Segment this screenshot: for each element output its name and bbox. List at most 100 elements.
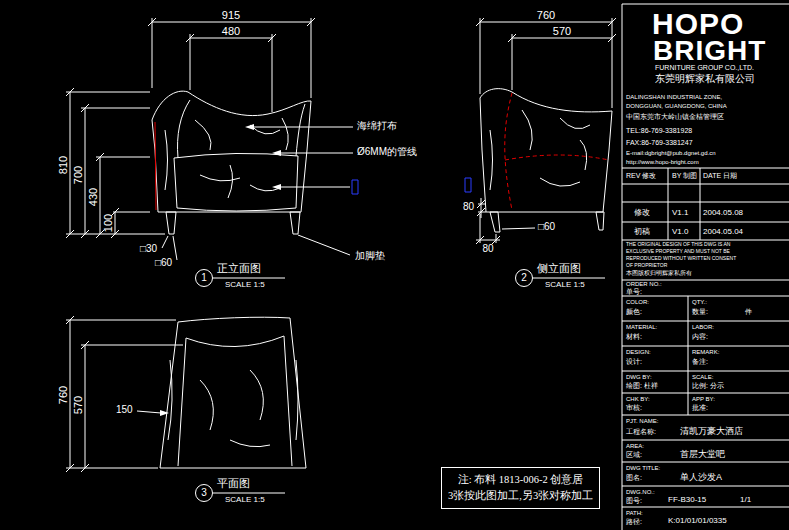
label-text: 2004.05.04 [703,228,743,236]
label-text: 1/1 [740,496,751,504]
note-box: 注: 布料 1813-006-2 创意居3张按此图加工,另3张对称加工 [441,467,600,509]
underline [213,278,605,493]
label-text: 2004.05.08 [703,209,743,217]
label-text: APP BY: [692,396,715,402]
red-edge-line [155,122,156,210]
label-text: 单人沙发A [680,473,722,482]
dimension-text: 760 [58,386,69,404]
arrowhead [160,410,169,416]
dimension-text: 570 [553,26,571,37]
dimension-text: 80 [482,244,493,254]
view-number-circle: 2侧立面图SCALE 1:5 [515,269,533,287]
sofa-outline [160,317,306,468]
label-text: 东莞明辉家私有限公司 [655,74,755,84]
label-text: 清凯万豪大酒店 [680,427,743,436]
sofa-leg [166,212,300,234]
label-text: 图号: [626,497,642,504]
label-text: EXCLUSIVE PROPERTY AND MUST NOT BE [626,249,730,254]
label-text: DATE 日期 [703,172,737,179]
label-text: □60 [538,222,555,232]
view-scale: SCALE 1:5 [545,281,585,289]
arrowhead [245,124,254,130]
view-title: 正立面图 [217,263,261,274]
sofa-outline [480,89,612,212]
label-text: 材料: [626,333,642,340]
red-dashed-line [505,93,609,210]
label-text: 批准: [692,404,708,411]
label-text: 修改 [634,209,650,217]
dimension-line [148,18,315,112]
label-text: V1.1 [672,209,688,217]
fabric-fold [165,118,288,198]
label-text: FURNITURE GROUP CO.,LTD. [655,64,754,71]
dimension-text: 480 [222,26,240,37]
label-text: DESIGN: [626,349,651,355]
table-rule [622,168,789,507]
circle [196,270,213,287]
title-block-border [622,4,789,530]
label-text: DONGGUAN, GUANGDONG, CHINA [626,103,727,109]
view-scale: SCALE 1:5 [225,281,265,289]
label-text: 本图版权归明辉家私所有 [626,270,692,276]
view-scale: SCALE 1:5 [225,496,265,504]
label-text: 数量: [692,308,708,315]
label-text: REPRODUCED WITHOUT WRITTEN CONSENT [626,256,736,261]
view-number-circle: 3平面图SCALE 1:5 [195,484,213,502]
note-text: 注: 布料 1813-006-2 创意居 [448,472,593,488]
label-text: 内容: [692,333,708,340]
label-text: PATH: [626,510,643,516]
circle [516,270,533,287]
label-text: □60 [155,258,172,268]
label-text: DWG TITLE: [626,465,660,471]
label-text: 颜色: [626,308,642,315]
label-text: CHK BY: [626,396,650,402]
side-view [476,18,616,244]
dimension-text: 760 [537,10,555,21]
arrowheads [160,124,281,416]
label-text: http://www.hopo-bright.com [626,159,699,165]
label-text: DALINGSHAN INDUSTRIAL ZONE, [626,94,722,100]
dimension-line [476,198,500,244]
label-text: 路径: [626,518,642,525]
leader-line [162,127,353,260]
view-title-underline [213,278,605,493]
leader-line [137,411,161,413]
label-text: SCALE: [692,374,713,380]
dimension-text: 100 [103,214,114,232]
marker-square [465,178,471,192]
label-text: TEL:86-769-3381928 [626,127,692,134]
label-text: 初稿 [634,228,650,236]
label-text: MATERIAL: [626,324,657,330]
label-text: 区域: [626,451,642,458]
label-text: PJT. NAME: [626,418,658,424]
seat-cushion [174,153,298,211]
label-text: COLOR: [626,299,649,305]
label-text: 150 [116,405,133,415]
sofa-outline [152,91,311,212]
label-text: FAX:86-769-3381247 [626,139,693,146]
label-text: FF-B30-15 [668,496,706,504]
label-text: 单号: [626,288,642,295]
label-text: 图名: [626,474,642,481]
label-text: E-mail:dgbright@pub.dgnet.gd.cn [626,150,715,156]
label-text: 80 [463,202,474,212]
label-text: Ø6MM的管线 [357,147,417,157]
view-title: 平面图 [217,478,250,489]
arrowhead [272,184,281,190]
label-text: LABOR: [692,324,714,330]
label-text: BRIGHT [653,37,766,65]
label-text: 绘图: 杜祥 [626,382,658,389]
arrowhead [272,150,281,156]
label-text: REV 修改 [626,172,656,179]
label-text: V1.0 [672,228,688,236]
label-text: OF PROPRIETOR [626,263,667,268]
label-text: 中国东莞市大岭山镇金桔管理区 [626,113,724,120]
label-text: 工程名称: [626,428,656,435]
dimension-line [66,316,183,472]
label-text: 加脚垫 [355,251,385,261]
dimension-text: 915 [222,10,240,21]
note-text: 3张按此图加工,另3张对称加工 [448,488,593,504]
label-text: ORDER NO.: [626,281,662,287]
label-text: 件 [745,308,752,315]
